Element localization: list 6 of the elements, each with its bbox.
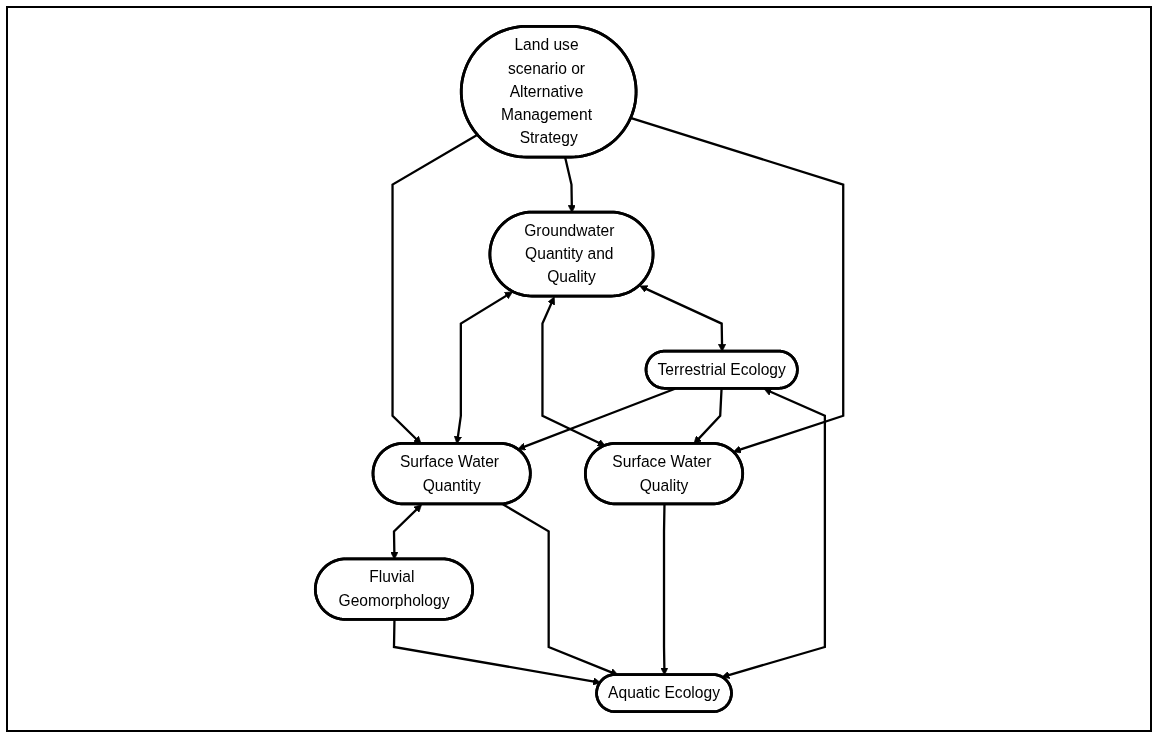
arrow [563,157,576,213]
arrow [630,116,845,454]
arrow [639,285,726,352]
arrow [541,296,606,447]
arrow [392,619,601,686]
arrow [721,388,826,679]
